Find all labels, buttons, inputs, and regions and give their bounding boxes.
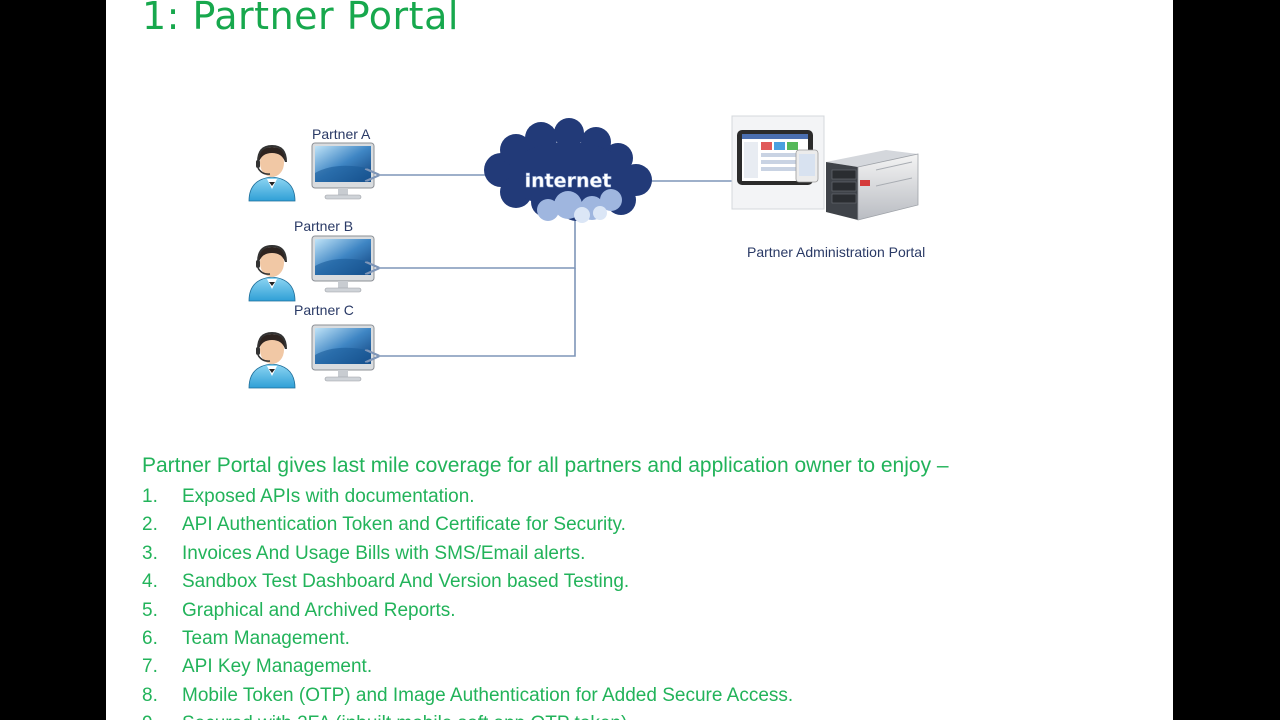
partner-c-person-icon — [248, 332, 296, 389]
partner-a-person-icon — [248, 145, 296, 202]
list-item: 9.Secured with 2FA (inbuilt mobile soft … — [142, 710, 793, 720]
list-item: 8. Mobile Token (OTP) and Image Authentic… — [142, 682, 793, 710]
list-item: 1. Exposed APIs with documentation. — [142, 483, 793, 511]
list-item-number: 4. — [142, 571, 158, 593]
page-title: 1: Partner Portal — [142, 0, 459, 38]
list-item-number: 7. — [142, 656, 158, 678]
portal-server-icon — [826, 150, 919, 221]
list-item: 3. Invoices And Usage Bills with SMS/Emai… — [142, 540, 793, 568]
list-item-number: 1. — [142, 486, 158, 507]
list-item-text: Invoices And Usage Bills with SMS/Email … — [182, 542, 586, 564]
partner-b-label: Partner B — [294, 218, 354, 234]
portal-label: Partner Administration Portal — [747, 244, 926, 260]
partner-a-label: Partner A — [312, 126, 371, 142]
partner-c-label: Partner C — [294, 302, 354, 318]
list-item-number: 8. — [142, 684, 158, 706]
partner-a-monitor-icon — [311, 142, 375, 200]
list-item: 4. Sandbox Test Dashboard And Version bas… — [142, 568, 793, 596]
list-item-text: Exposed APIs with documentation. — [182, 486, 475, 507]
cloud-label: internet — [525, 170, 612, 192]
list-item: 2. API Authentication Token and Certifica… — [142, 511, 793, 539]
list-item-text: Mobile Token (OTP) and Image Authenticat… — [182, 684, 794, 706]
intro-text: Partner Portal gives last mile coverage … — [142, 454, 949, 477]
list-item-number: 3. — [142, 542, 158, 564]
feature-list: 1. Exposed APIs with documentation. 2. API… — [142, 483, 793, 720]
list-item-text: Sandbox Test Dashboard And Version based… — [182, 571, 630, 593]
internet-cloud-icon — [484, 118, 652, 223]
list-item-number: 2. — [142, 514, 158, 536]
list-item-text: Team Management. — [182, 627, 350, 649]
list-item-text: Secured with 2FA (inbuilt mobile soft ap… — [182, 710, 627, 720]
list-item: 5. Graphical and Archived Reports. — [142, 597, 793, 625]
network-diagram: internet — [248, 115, 919, 389]
list-item: 6. Team Management. — [142, 625, 793, 653]
slide: 1: Partner Portal — [106, 0, 1173, 720]
list-item-number: 9. — [142, 710, 182, 720]
partner-b-person-icon — [248, 245, 296, 302]
partner-b-monitor-icon — [311, 235, 375, 293]
list-item-text: API Key Management. — [182, 656, 373, 678]
list-item-text: Graphical and Archived Reports. — [182, 599, 456, 621]
list-item-number: 6. — [142, 627, 158, 649]
portal-tablet-icon — [731, 115, 825, 210]
partner-c-monitor-icon — [311, 324, 375, 382]
list-item: 7. API Key Management. — [142, 653, 793, 681]
connector-lines — [378, 175, 732, 356]
list-item-text: API Authentication Token and Certificate… — [182, 514, 626, 536]
list-item-number: 5. — [142, 599, 158, 621]
